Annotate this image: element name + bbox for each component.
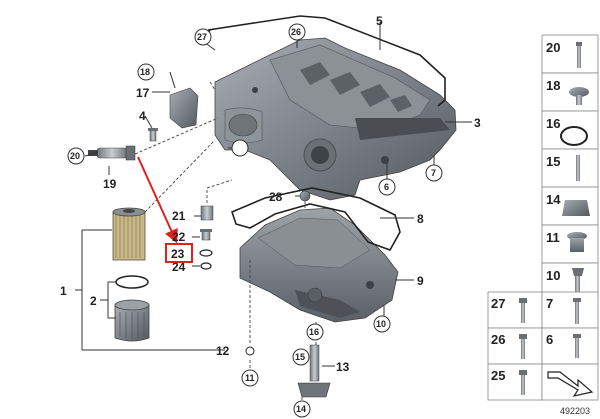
svg-text:27: 27 xyxy=(491,296,505,311)
label-9: 9 xyxy=(417,274,424,288)
lower-oil-pan xyxy=(239,207,399,323)
seal-ring-24 xyxy=(200,262,212,270)
label-2: 2 xyxy=(90,294,97,308)
label-26: 26 xyxy=(291,27,301,37)
svg-text:25: 25 xyxy=(491,368,505,383)
drain-plug xyxy=(297,344,331,398)
legend-cell-14: 14 xyxy=(541,186,599,226)
next-page-arrow-icon xyxy=(547,371,594,397)
label-3: 3 xyxy=(474,116,481,130)
svg-text:18: 18 xyxy=(546,78,560,93)
legend-cell-27: 27 xyxy=(487,291,543,329)
label-16: 16 xyxy=(309,327,319,337)
svg-text:20: 20 xyxy=(546,40,560,55)
bolt-4 xyxy=(148,128,158,142)
upper-gasket xyxy=(207,15,446,100)
legend-cell-25: 25 xyxy=(487,363,543,401)
oil-filter-element xyxy=(112,207,146,261)
svg-text:10: 10 xyxy=(546,268,560,283)
svg-text:6: 6 xyxy=(546,332,553,347)
svg-text:15: 15 xyxy=(546,154,560,169)
legend-cell-11: 11 xyxy=(541,224,599,264)
svg-text:16: 16 xyxy=(546,116,560,131)
label-5: 5 xyxy=(376,14,383,28)
plug-22 xyxy=(200,229,212,241)
label-27: 27 xyxy=(197,32,207,42)
leader-lines xyxy=(75,22,472,367)
legend-cell-20: 20 xyxy=(541,34,599,74)
svg-text:14: 14 xyxy=(546,192,561,207)
diagram-id: 492203 xyxy=(560,406,590,416)
plug-21 xyxy=(200,205,214,221)
parts-legend: 20 18 16 15 14 11 xyxy=(487,34,599,416)
filter-o-ring xyxy=(115,275,149,289)
label-1: 1 xyxy=(60,284,67,298)
label-28: 28 xyxy=(269,190,283,204)
label-14: 14 xyxy=(296,404,306,414)
bolt-28 xyxy=(299,190,311,202)
upper-oil-pan xyxy=(214,37,457,201)
legend-cell-18: 18 xyxy=(541,72,599,112)
svg-text:23: 23 xyxy=(171,247,185,261)
lower-gasket xyxy=(231,187,401,251)
svg-text:26: 26 xyxy=(491,332,505,347)
label-10: 10 xyxy=(376,319,386,329)
svg-text:11: 11 xyxy=(546,230,560,245)
label-19: 19 xyxy=(103,177,117,191)
filter-housing-cap xyxy=(114,299,150,342)
circled-labels: 27 26 18 20 6 7 10 16 15 11 14 xyxy=(67,23,443,418)
svg-text:7: 7 xyxy=(546,296,553,311)
label-22: 22 xyxy=(172,230,186,244)
highlight-label-23: 23 xyxy=(165,243,193,263)
label-6: 6 xyxy=(384,182,389,192)
label-13: 13 xyxy=(336,360,350,374)
label-17: 17 xyxy=(136,86,150,100)
legend-cell-15: 15 xyxy=(541,148,599,188)
label-12: 12 xyxy=(216,344,230,358)
label-7: 7 xyxy=(431,168,436,178)
legend-cell-26: 26 xyxy=(487,327,543,365)
label-11: 11 xyxy=(245,373,255,383)
legend-cell-7: 7 xyxy=(541,291,599,329)
label-24: 24 xyxy=(172,260,186,274)
label-8: 8 xyxy=(417,212,424,226)
legend-cell-arrow xyxy=(541,363,599,401)
legend-cell-16: 16 xyxy=(541,110,599,150)
label-21: 21 xyxy=(172,209,186,223)
bracket xyxy=(169,87,199,129)
seal-ring-23 xyxy=(199,249,213,257)
label-4: 4 xyxy=(139,109,146,123)
highlight-arrow xyxy=(137,156,178,244)
callout-labels: 5 3 8 9 13 12 1 2 19 17 4 21 22 24 28 xyxy=(60,14,481,374)
label-18: 18 xyxy=(140,67,150,77)
legend-cell-6: 6 xyxy=(541,327,599,365)
label-15: 15 xyxy=(295,352,305,362)
label-20: 20 xyxy=(70,151,80,161)
